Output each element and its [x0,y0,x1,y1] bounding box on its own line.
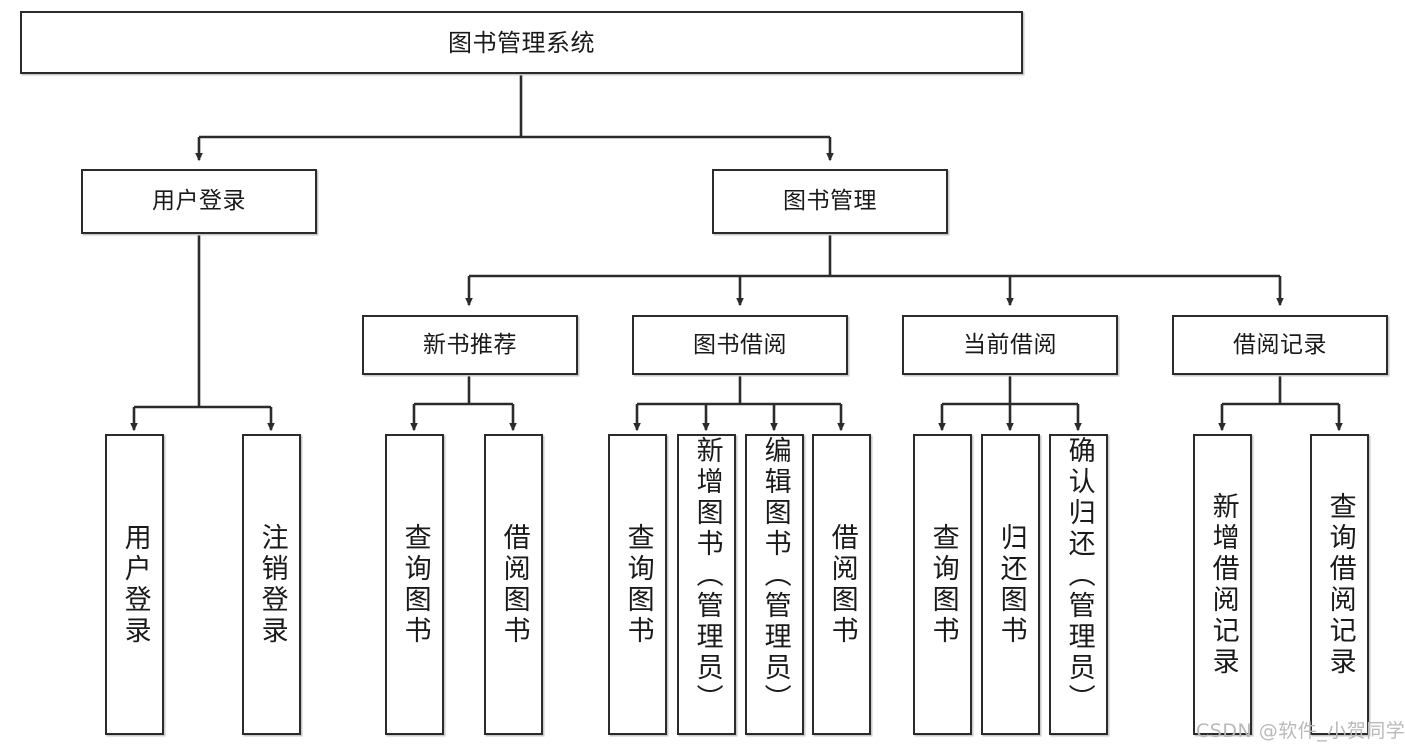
node-label: 图书管理系统 [448,28,595,57]
node-label: 查询借阅记录 [1324,491,1356,678]
node-label: 归还图书 [995,522,1027,647]
node-label: 新书推荐 [423,331,517,358]
node-borrow-record[interactable]: 借阅记录 [1172,315,1388,375]
node-label: 查询图书 [622,522,654,647]
node-user-login[interactable]: 用户登录 [81,169,317,234]
leaf-query-book-recommend[interactable]: 查询图书 [385,434,444,735]
node-label: 新增借阅记录 [1207,491,1239,678]
leaf-return-book[interactable]: 归还图书 [981,434,1040,735]
node-label: 用户登录 [152,188,246,214]
leaf-borrow-book[interactable]: 借阅图书 [812,434,871,735]
leaf-query-book-current[interactable]: 查询图书 [913,434,972,735]
node-label: 注销登录 [256,522,288,647]
leaf-query-borrow-record[interactable]: 查询借阅记录 [1310,434,1369,735]
node-label: 编辑图书（管理员） [759,436,791,715]
leaf-logout[interactable]: 注销登录 [242,434,301,735]
leaf-edit-book-admin[interactable]: 编辑图书（管理员） [745,434,804,735]
leaf-confirm-return-admin[interactable]: 确认归还（管理员） [1049,434,1108,735]
node-label: 图书管理 [783,188,877,214]
node-label: 借阅图书 [826,522,858,647]
node-label: 借阅图书 [498,522,530,647]
leaf-add-borrow-record[interactable]: 新增借阅记录 [1193,434,1252,735]
node-label: 新增图书（管理员） [691,436,723,715]
node-book-borrow[interactable]: 图书借阅 [632,315,848,375]
node-new-book-recommend[interactable]: 新书推荐 [362,315,578,375]
node-current-borrow[interactable]: 当前借阅 [902,315,1118,375]
leaf-user-login[interactable]: 用户登录 [105,434,164,735]
node-label: 用户登录 [119,522,151,647]
leaf-add-book-admin[interactable]: 新增图书（管理员） [677,434,736,735]
node-label: 借阅记录 [1233,331,1327,358]
node-book-management[interactable]: 图书管理 [712,169,948,234]
node-label: 图书借阅 [693,331,787,358]
node-label: 确认归还（管理员） [1063,436,1095,715]
node-label: 查询图书 [927,522,959,647]
leaf-query-book-borrow[interactable]: 查询图书 [608,434,667,735]
node-label: 查询图书 [399,522,431,647]
node-label: 当前借阅 [963,331,1057,358]
csdn-watermark: CSDN @软件_小贺同学 [1196,720,1405,742]
node-root-book-management-system[interactable]: 图书管理系统 [20,11,1023,74]
leaf-borrow-book-recommend[interactable]: 借阅图书 [484,434,543,735]
